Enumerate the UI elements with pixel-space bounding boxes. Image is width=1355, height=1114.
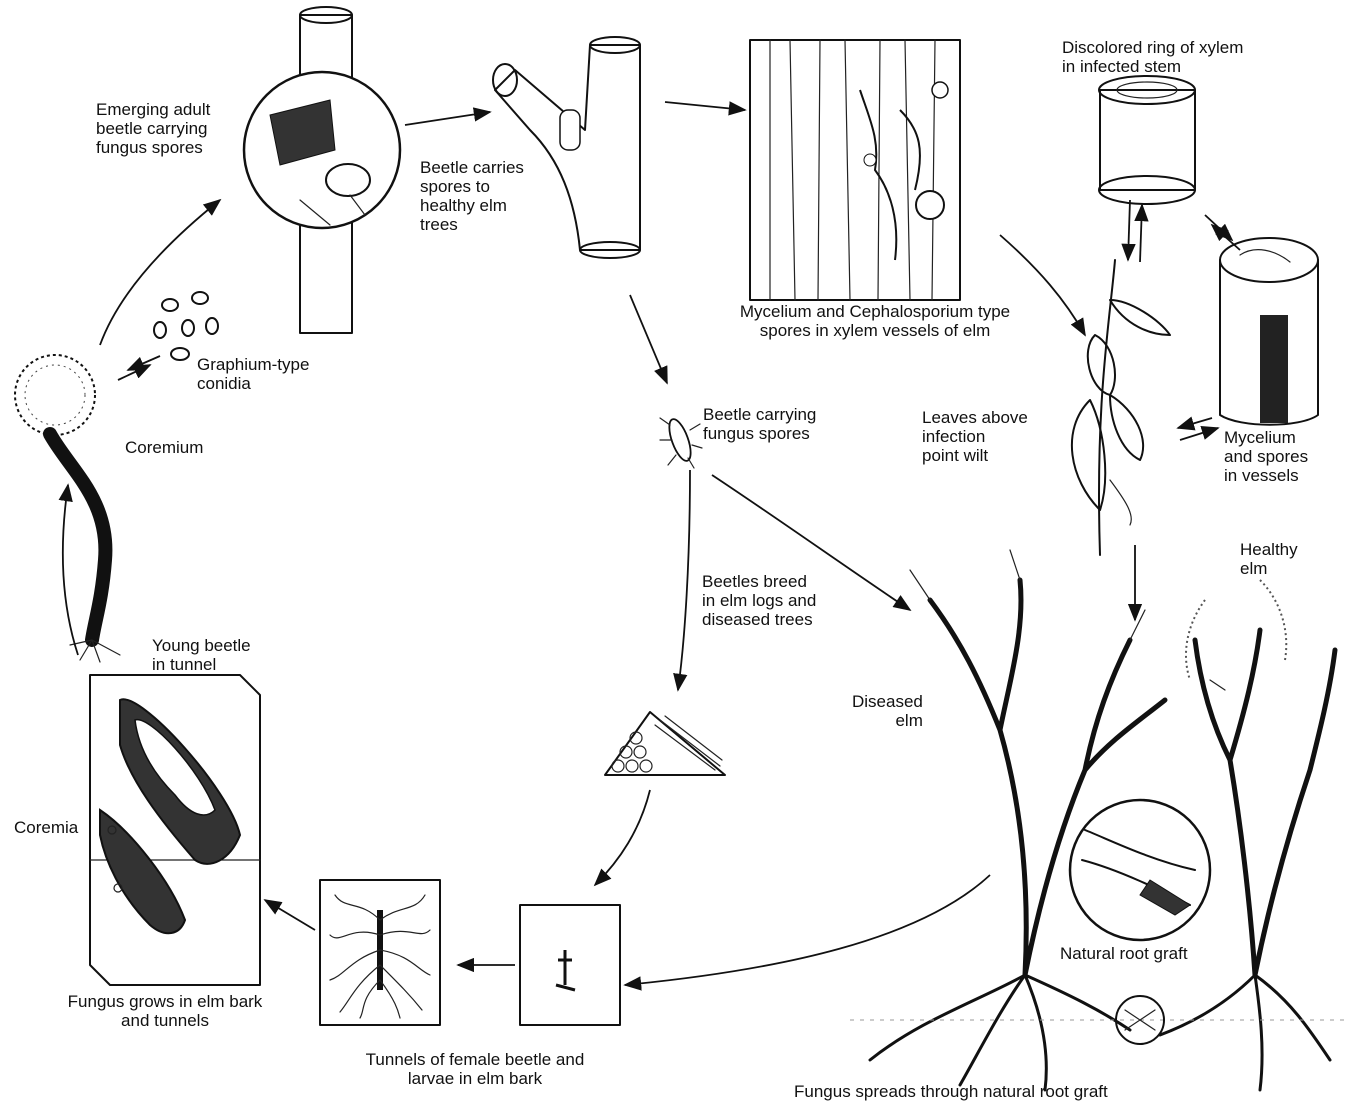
cycle-arrows: [63, 102, 1240, 985]
label-mycelium-xylem: Mycelium and Cephalosporium type spores …: [710, 302, 1040, 340]
root-graft-inset-illustration: [1070, 800, 1210, 940]
healthy-elm-tree-illustration: [1186, 580, 1335, 975]
label-graphium-conidia: Graphium-type conidia: [197, 355, 309, 393]
bark-with-beetle-illustration: [520, 905, 620, 1025]
beetle-illustration: [660, 417, 702, 468]
graphium-conidia-illustration: [154, 292, 218, 360]
label-natural-root-graft: Natural root graft: [1060, 944, 1188, 963]
label-mycelium-vessels: Mycelium and spores in vessels: [1224, 428, 1308, 485]
roots-illustration: [850, 975, 1350, 1090]
label-diseased-elm: Diseased elm: [852, 692, 923, 730]
bark-tunnels-illustration: [320, 880, 440, 1025]
label-discolored-ring: Discolored ring of xylem in infected ste…: [1062, 38, 1243, 76]
label-coremia: Coremia: [14, 818, 78, 837]
label-leaves-wilt: Leaves above infection point wilt: [922, 408, 1028, 465]
label-beetles-breed: Beetles breed in elm logs and diseased t…: [702, 572, 816, 629]
tunnel-block-illustration: [90, 675, 260, 985]
label-fungus-spreads: Fungus spreads through natural root graf…: [794, 1082, 1108, 1101]
label-beetle-carrying-spores: Beetle carrying fungus spores: [703, 405, 816, 443]
label-fungus-grows: Fungus grows in elm bark and tunnels: [30, 992, 300, 1030]
elm-logs-illustration: [605, 712, 725, 775]
split-stem-vessels-illustration: [1220, 238, 1318, 425]
wilted-twig-illustration: [1072, 260, 1170, 555]
label-beetle-carries-spores: Beetle carries spores to healthy elm tre…: [420, 158, 524, 234]
label-young-beetle: Young beetle in tunnel: [152, 636, 251, 674]
xylem-vessels-illustration: [750, 40, 960, 300]
label-tunnels-female-beetle: Tunnels of female beetle and larvae in e…: [320, 1050, 630, 1088]
emerging-beetle-log-illustration: [244, 7, 400, 333]
label-healthy-elm: Healthy elm: [1240, 540, 1298, 578]
label-emerging-beetle: Emerging adult beetle carrying fungus sp…: [96, 100, 210, 157]
discolored-stem-illustration: [1099, 76, 1195, 204]
label-coremium: Coremium: [125, 438, 203, 457]
